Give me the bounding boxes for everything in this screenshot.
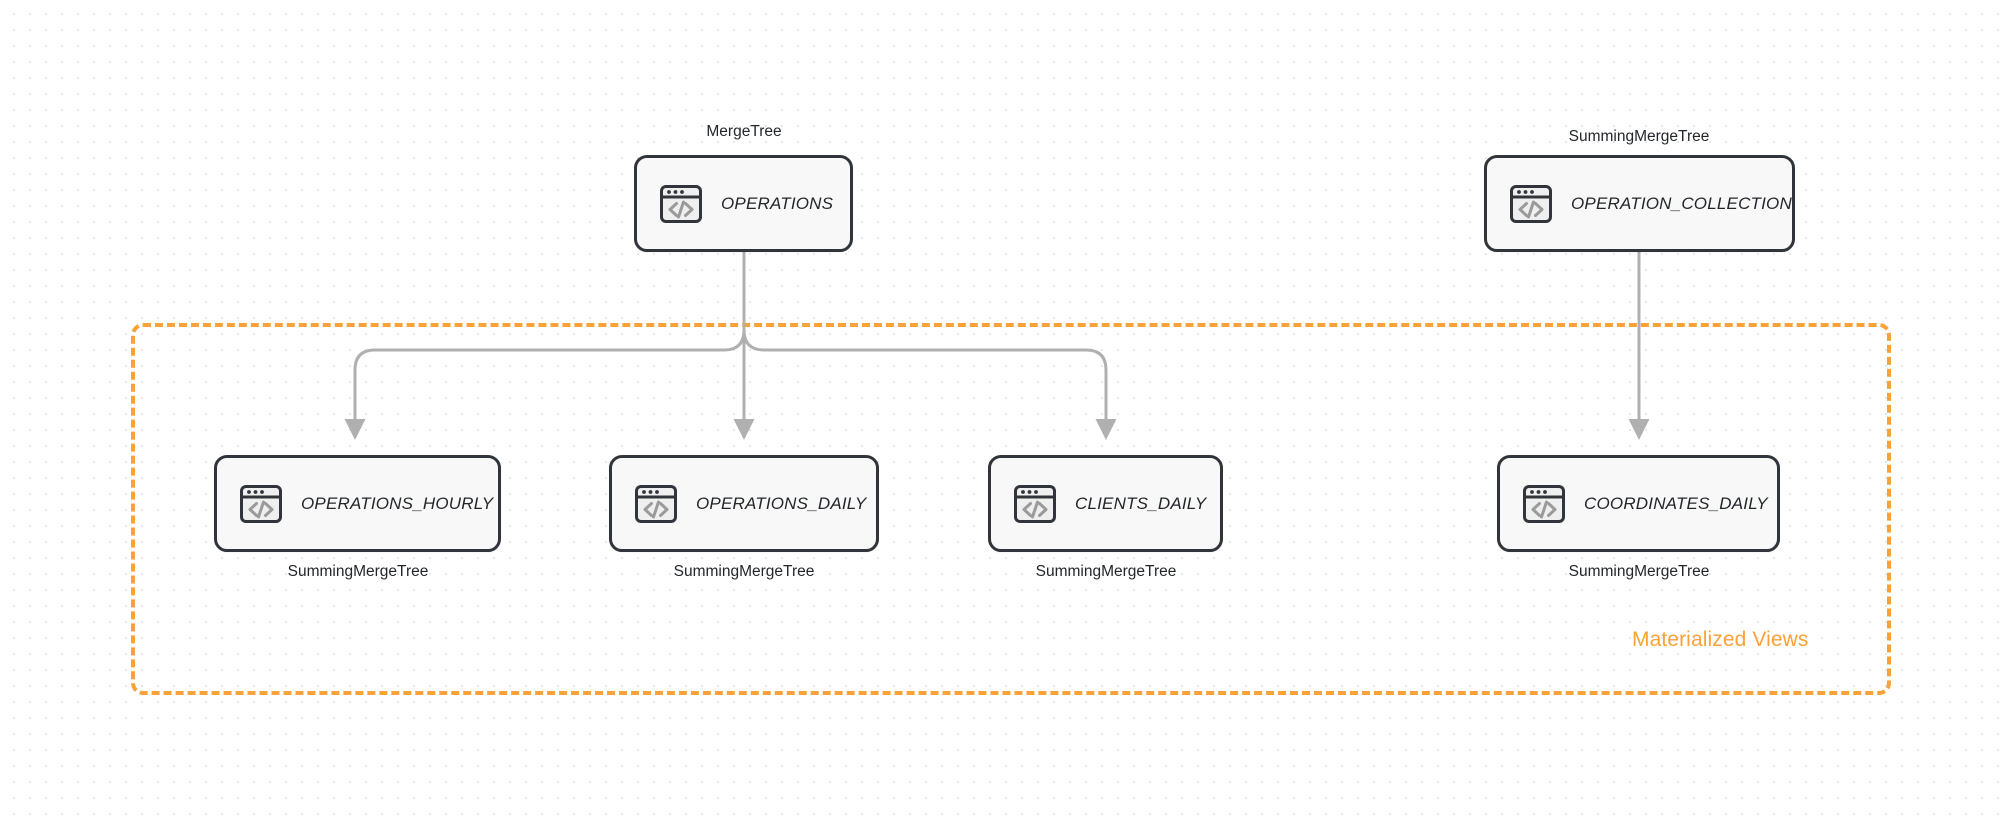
node-label: OPERATIONS	[721, 193, 834, 213]
engine-caption-coordinates-daily: SummingMergeTree	[1568, 563, 1710, 580]
node-operation-collection[interactable]: OPERATION_COLLECTION	[1484, 155, 1795, 252]
code-window-icon	[660, 184, 702, 223]
node-label: OPERATIONS_HOURLY	[301, 493, 494, 513]
node-label: OPERATIONS_DAILY	[696, 493, 867, 513]
code-window-icon	[1510, 184, 1552, 223]
code-window-icon	[1523, 484, 1565, 523]
materialized-views-label: Materialized Views	[1632, 628, 1809, 651]
code-window-icon	[635, 484, 677, 523]
engine-caption-operations: MergeTree	[706, 123, 782, 140]
engine-caption-operations-hourly: SummingMergeTree	[287, 563, 429, 580]
node-operations-daily[interactable]: OPERATIONS_DAILY	[609, 455, 879, 552]
engine-caption-clients-daily: SummingMergeTree	[1035, 563, 1177, 580]
node-coordinates-daily[interactable]: COORDINATES_DAILY	[1497, 455, 1780, 552]
code-window-icon	[240, 484, 282, 523]
node-operations-hourly[interactable]: OPERATIONS_HOURLY	[214, 455, 501, 552]
node-clients-daily[interactable]: CLIENTS_DAILY	[988, 455, 1223, 552]
node-label: CLIENTS_DAILY	[1075, 493, 1207, 513]
node-operations[interactable]: OPERATIONS	[634, 155, 853, 252]
node-label: COORDINATES_DAILY	[1584, 493, 1768, 513]
node-label: OPERATION_COLLECTION	[1571, 193, 1792, 213]
engine-caption-operations-daily: SummingMergeTree	[673, 563, 815, 580]
code-window-icon	[1014, 484, 1056, 523]
engine-caption-operation-collection: SummingMergeTree	[1568, 128, 1710, 145]
